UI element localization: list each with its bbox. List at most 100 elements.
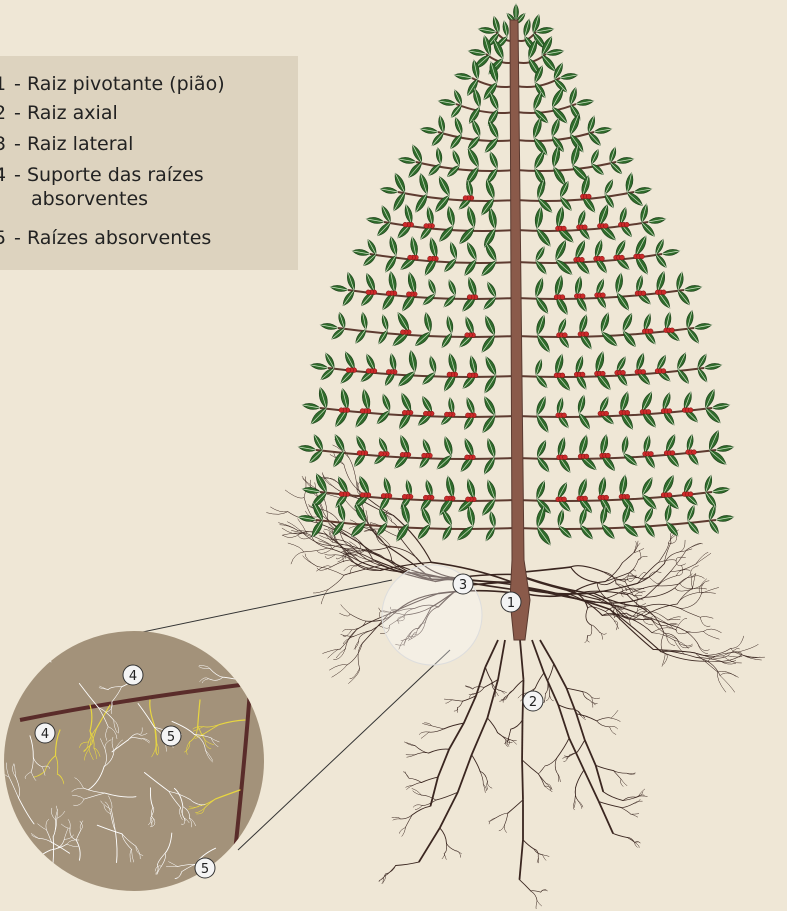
berry [403, 222, 408, 227]
leaf [556, 509, 565, 527]
berry [624, 222, 629, 227]
leaf [398, 156, 417, 165]
leaf [618, 207, 628, 225]
leaf [643, 521, 657, 538]
leaf [600, 330, 620, 349]
leaf [593, 239, 604, 258]
berry [346, 368, 351, 373]
berry [560, 295, 565, 300]
leaf [436, 175, 452, 197]
leaf [420, 126, 439, 135]
leaf [661, 392, 673, 411]
leaf [599, 312, 612, 333]
marker-5a: 5 [161, 726, 181, 746]
leaf [553, 239, 569, 262]
marker-5b: 5 [195, 858, 215, 878]
leaf [483, 355, 499, 377]
leaf [479, 259, 498, 278]
leaf [482, 395, 498, 417]
leaf [437, 224, 455, 243]
leaf [454, 72, 473, 81]
leaf [382, 477, 392, 496]
berry [625, 410, 630, 415]
berry [379, 451, 384, 456]
leaf [468, 48, 487, 57]
berry [583, 496, 588, 501]
berry [600, 256, 605, 261]
branch [456, 104, 516, 113]
berry [386, 291, 391, 296]
leaf [586, 115, 597, 133]
berry [606, 453, 611, 458]
leaf [618, 474, 628, 496]
berry [366, 290, 371, 295]
berry [402, 494, 407, 499]
berry [428, 256, 433, 261]
leaf [534, 245, 547, 262]
leaf [478, 26, 497, 35]
leaf [445, 316, 454, 334]
leaf [485, 281, 498, 299]
branch [516, 192, 634, 201]
leaf [621, 521, 639, 539]
leaf [559, 72, 578, 81]
leaf [310, 362, 329, 371]
leaf [360, 312, 369, 330]
leaf [440, 332, 454, 350]
leaf [465, 478, 477, 499]
leaf [578, 524, 594, 541]
leaf [462, 258, 478, 277]
berry [670, 328, 675, 333]
leaf [465, 206, 477, 229]
leaf [488, 511, 497, 528]
berry [422, 453, 427, 458]
leaf [675, 352, 688, 371]
leaf [339, 388, 351, 410]
leaf [405, 479, 414, 496]
leaf [593, 126, 612, 135]
leaf [389, 353, 398, 371]
berry [584, 454, 589, 459]
svg-text:4: 4 [129, 669, 137, 684]
leaf [465, 241, 479, 261]
leaf [407, 350, 418, 373]
berry [406, 292, 411, 297]
berry [465, 333, 470, 338]
leaf [387, 271, 398, 293]
leaf [366, 216, 385, 225]
leaf [398, 434, 411, 455]
leaf [573, 239, 587, 260]
leaf [663, 312, 672, 330]
leaf [463, 316, 476, 335]
leaf [425, 206, 435, 225]
berry [688, 408, 693, 413]
leaf [462, 437, 475, 457]
berry [465, 497, 470, 502]
leaf [298, 444, 317, 453]
berry [465, 413, 470, 418]
leaf [534, 480, 547, 501]
berry [467, 295, 472, 300]
berry [604, 495, 609, 500]
berry [625, 494, 630, 499]
leaf [464, 165, 481, 186]
leaf [302, 402, 321, 411]
leaf [447, 353, 459, 375]
zoom-connector-line [104, 580, 392, 640]
leaf [427, 278, 438, 295]
leaf [614, 273, 624, 294]
berry [688, 492, 693, 497]
berry [649, 451, 654, 456]
leaf [448, 241, 458, 259]
leaf [693, 322, 712, 331]
berry [400, 330, 405, 335]
leaf [576, 478, 589, 499]
berry [604, 411, 609, 416]
marker-4a: 4 [123, 665, 143, 685]
svg-text:5: 5 [201, 862, 209, 877]
leaf [599, 434, 610, 455]
berry [601, 293, 606, 298]
leaf [574, 276, 584, 296]
berry [560, 373, 565, 378]
